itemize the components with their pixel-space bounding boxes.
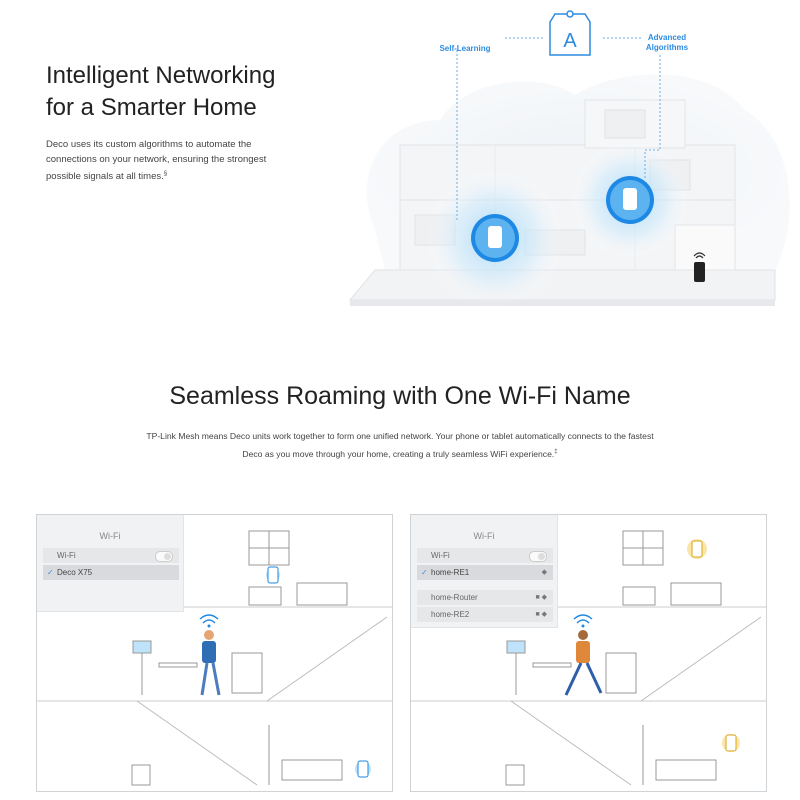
right-popup-title: Wi-Fi (473, 531, 495, 541)
wifi-signal-icon: ◆ (541, 569, 547, 576)
right-wifi-popup: Wi-Fi Wi-Fi ✓ home-RE1 ◆ home-Router ■ ◆… (411, 515, 558, 628)
left-wifi-popup: Wi-Fi Wi-Fi ✓ Deco X75 (37, 515, 184, 612)
left-popup-title: Wi-Fi (99, 531, 121, 541)
smart-home-illustration: A Self-Learning Advanced Algorithms (348, 10, 790, 308)
roaming-desc-line2: Deco as you move through your home, crea… (242, 448, 555, 459)
advanced-label-line1: Advanced (648, 33, 686, 42)
left-selected-network: Deco X75 (57, 568, 93, 577)
right-roaming-panel: Wi-Fi Wi-Fi ✓ home-RE1 ◆ home-Router ■ ◆… (410, 514, 767, 792)
checkmark-icon: ✓ (47, 568, 54, 577)
right-network-name-1: home-Router (431, 593, 478, 602)
hero-footnote-mark: § (163, 171, 168, 177)
left-wifi-toggle[interactable] (155, 551, 173, 562)
ai-chip-icon: A (549, 10, 591, 56)
hero-description: Deco uses its custom algorithms to autom… (46, 137, 296, 184)
right-wifi-toggle[interactable] (529, 551, 547, 562)
hero-description-text: Deco uses its custom algorithms to autom… (46, 139, 267, 183)
ai-label: A (563, 30, 577, 52)
roaming-footnote: ‡ (554, 449, 558, 455)
roaming-title: Seamless Roaming with One Wi-Fi Name (169, 382, 631, 410)
hero-title: Intelligent Networking for a Smarter Hom… (46, 60, 346, 124)
roaming-desc-line2-wrap: Deco as you move through your home, crea… (80, 444, 720, 462)
hero-title-line2: for a Smarter Home (46, 94, 257, 121)
left-roaming-panel: Wi-Fi Wi-Fi ✓ Deco X75 (36, 514, 393, 792)
right-selected-network: home-RE1 (431, 568, 470, 577)
right-network-row-1[interactable]: home-Router ■ ◆ (417, 590, 553, 605)
hero-title-line1: Intelligent Networking (46, 62, 276, 89)
roaming-desc-line1: TP-Link Mesh means Deco units work toget… (146, 431, 654, 441)
left-wifi-toggle-row[interactable]: Wi-Fi (43, 548, 179, 563)
self-learning-label: Self-Learning (439, 44, 490, 53)
left-wifi-label: Wi-Fi (57, 551, 76, 560)
advanced-label-line2: Algorithms (646, 43, 689, 52)
left-selected-network-row[interactable]: ✓ Deco X75 (43, 565, 179, 580)
right-wifi-toggle-row[interactable]: Wi-Fi (417, 548, 553, 563)
lock-signal-icon: ■ ◆ (535, 611, 547, 618)
right-network-name-2: home-RE2 (431, 610, 470, 619)
right-network-row-2[interactable]: home-RE2 ■ ◆ (417, 607, 553, 622)
checkmark-icon: ✓ (421, 568, 428, 577)
right-selected-network-row[interactable]: ✓ home-RE1 ◆ (417, 565, 553, 580)
right-wifi-label: Wi-Fi (431, 551, 450, 560)
roaming-description: TP-Link Mesh means Deco units work toget… (80, 428, 720, 462)
lock-signal-icon: ■ ◆ (535, 594, 547, 601)
